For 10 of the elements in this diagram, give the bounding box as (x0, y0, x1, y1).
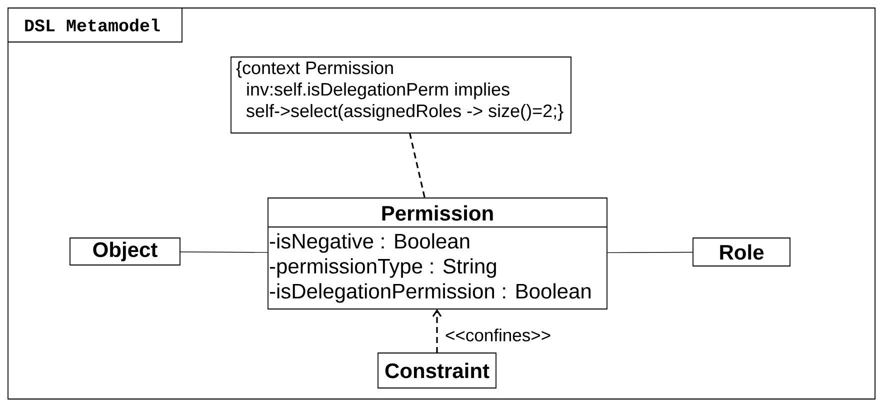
constraint-note: {context Permission inv:self.isDelegationPerm implies self->select(assignedRoles -> size()=2;} (230, 56, 572, 134)
class-box: Object (70, 238, 180, 266)
edge-label: <<confines>> (444, 328, 552, 342)
association-line (180, 252, 268, 253)
arrow (432, 309, 442, 353)
class-box: Role (692, 238, 790, 266)
association-line (606, 252, 694, 254)
dashed-line (408, 132, 426, 198)
class-box: Permission -isNegative : Boolean -permissionType : String -isDelegationPermission : Boolean (268, 198, 608, 310)
class-box: Constraint (378, 352, 496, 388)
